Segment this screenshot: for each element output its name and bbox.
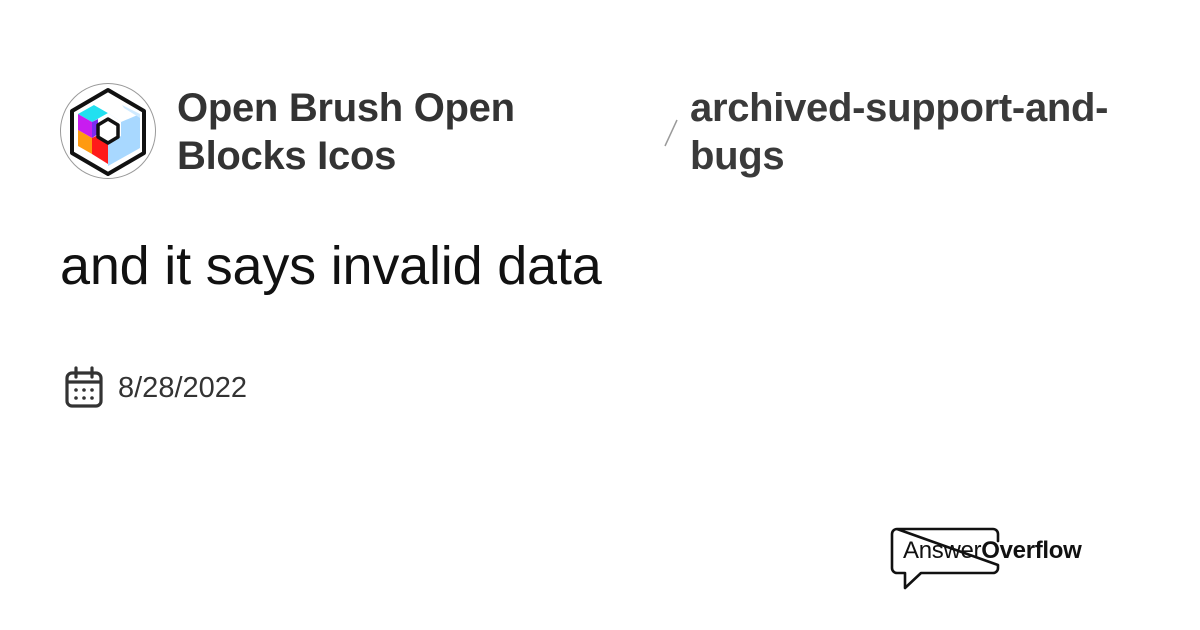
answer-overflow-logo[interactable]: AnswerOverflow [889,527,1119,591]
brand-text: AnswerOverflow [903,537,1082,565]
post-date: 8/28/2022 [64,366,247,410]
post-title: and it says invalid data [60,236,602,296]
speech-bubble-icon [890,527,1000,590]
channel-name[interactable]: archived-support-and-bugs [690,86,1109,178]
server-icon [60,83,156,179]
brand-overflow: Overflow [981,537,1082,564]
calendar-icon [65,366,103,408]
breadcrumb-separator-icon [664,119,678,147]
server-name[interactable]: Open Brush Open Blocks Icos [177,86,515,178]
date-text: 8/28/2022 [118,371,248,404]
brand-answer: Answer [903,537,982,564]
open-brush-blocks-logo-icon [70,88,146,176]
